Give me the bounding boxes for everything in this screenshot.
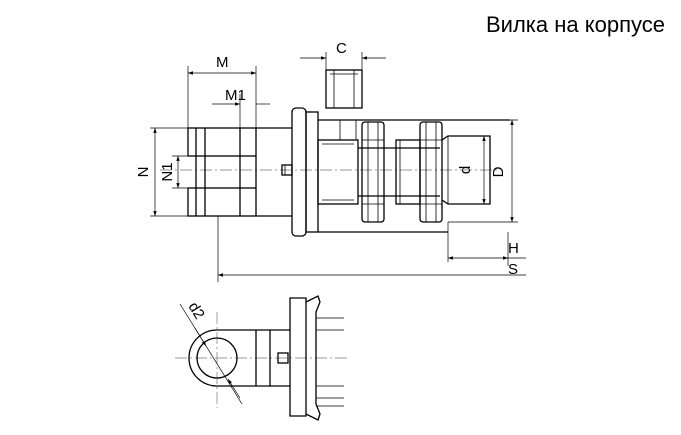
bore-circle: [196, 337, 238, 379]
dimension-d2: d2: [179, 299, 243, 405]
top-fitting: [325, 69, 363, 109]
side-pin: [277, 352, 289, 364]
dimension-d: d: [457, 136, 486, 204]
label-M: M: [216, 54, 229, 71]
side-flange: [270, 295, 321, 421]
side-view: [175, 295, 350, 421]
label-C: C: [336, 40, 347, 57]
label-M1: M1: [225, 87, 246, 104]
label-N: N: [135, 167, 152, 178]
body: [317, 119, 510, 233]
label-d: d: [457, 166, 474, 174]
clevis-fork: [187, 127, 292, 217]
label-D: D: [490, 166, 507, 177]
top-view: [160, 69, 510, 237]
collar-right: [419, 121, 443, 223]
dimension-N1: N1: [159, 155, 205, 189]
side-body-lines: [316, 317, 344, 407]
drawing-title: Вилка на корпусе: [486, 12, 665, 37]
label-d2: d2: [185, 299, 208, 322]
dimension-M1: M1: [212, 87, 270, 128]
dimension-D: D: [448, 119, 518, 223]
shaft-end: [441, 135, 491, 205]
dimension-H: H: [447, 222, 526, 266]
dimension-C: C: [300, 40, 386, 70]
label-N1: N1: [159, 162, 176, 181]
dimension-S: S: [217, 216, 526, 282]
collar-mid: [395, 139, 421, 205]
dimension-M: M: [187, 54, 257, 128]
flange: [291, 107, 319, 237]
label-H: H: [508, 240, 519, 257]
eye-lug: [188, 329, 271, 387]
collar-left: [361, 121, 385, 223]
label-S: S: [508, 261, 518, 278]
dimension-N: N: [135, 127, 188, 217]
